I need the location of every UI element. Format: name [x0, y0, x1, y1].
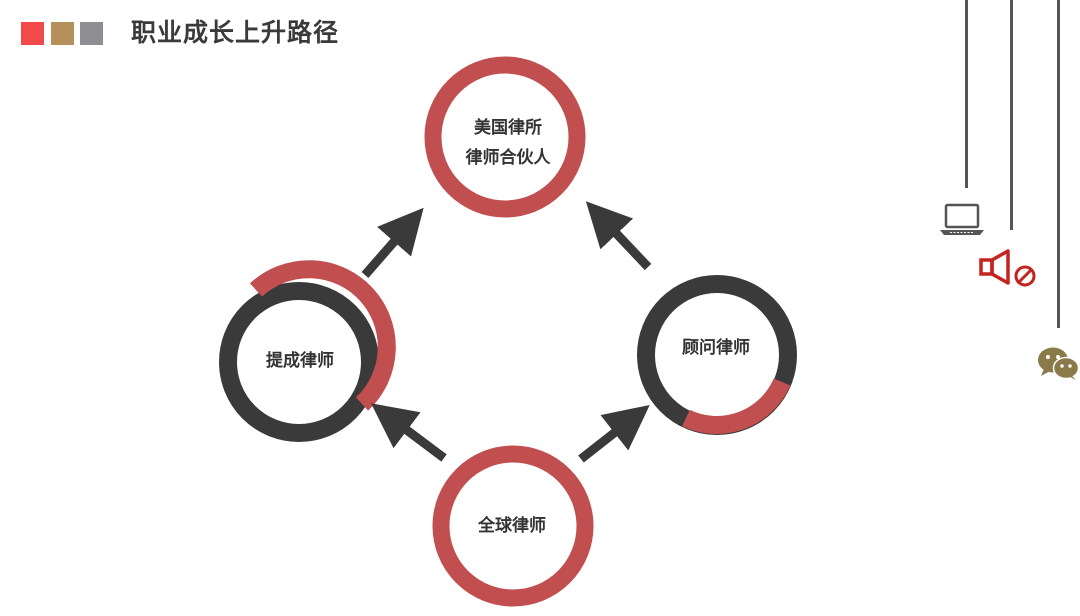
hanging-line-laptop	[965, 0, 968, 188]
node-ring-advisor-progress	[682, 378, 791, 434]
hanging-line-speaker	[1010, 0, 1013, 230]
header-square-gold	[51, 22, 74, 45]
node-label-global: 全球律师	[478, 511, 546, 541]
header-square-gray	[80, 22, 103, 45]
node-ring-bonus	[219, 260, 396, 442]
header-square-red	[21, 22, 44, 45]
node-label-partner-line2: 律师合伙人	[465, 148, 551, 168]
node-label-bonus-text: 提成律师	[266, 351, 334, 371]
node-ring-bonus-progress	[249, 260, 396, 411]
speaker-mute-icon[interactable]	[978, 248, 1040, 290]
arrow-global-to-advisor	[578, 404, 650, 463]
node-label-partner: 美国律所 律师合伙人	[466, 113, 551, 173]
node-ring-partner	[424, 56, 586, 218]
wechat-icon[interactable]	[1037, 345, 1080, 381]
hanging-line-wechat	[1057, 0, 1060, 328]
arrow-bonus-to-partner	[361, 207, 424, 278]
node-label-advisor-text: 顾问律师	[682, 338, 750, 358]
node-label-global-text: 全球律师	[478, 516, 546, 536]
node-label-bonus: 提成律师	[266, 346, 334, 376]
node-ring-global	[432, 445, 594, 607]
laptop-icon[interactable]	[938, 203, 986, 237]
arrow-advisor-to-partner	[585, 201, 652, 271]
arrow-global-to-bonus	[371, 403, 447, 462]
page-title: 职业成长上升路径	[131, 18, 340, 47]
node-label-partner-line1: 美国律所	[474, 118, 542, 138]
node-ring-advisor	[637, 275, 797, 435]
node-label-advisor: 顾问律师	[682, 333, 750, 363]
